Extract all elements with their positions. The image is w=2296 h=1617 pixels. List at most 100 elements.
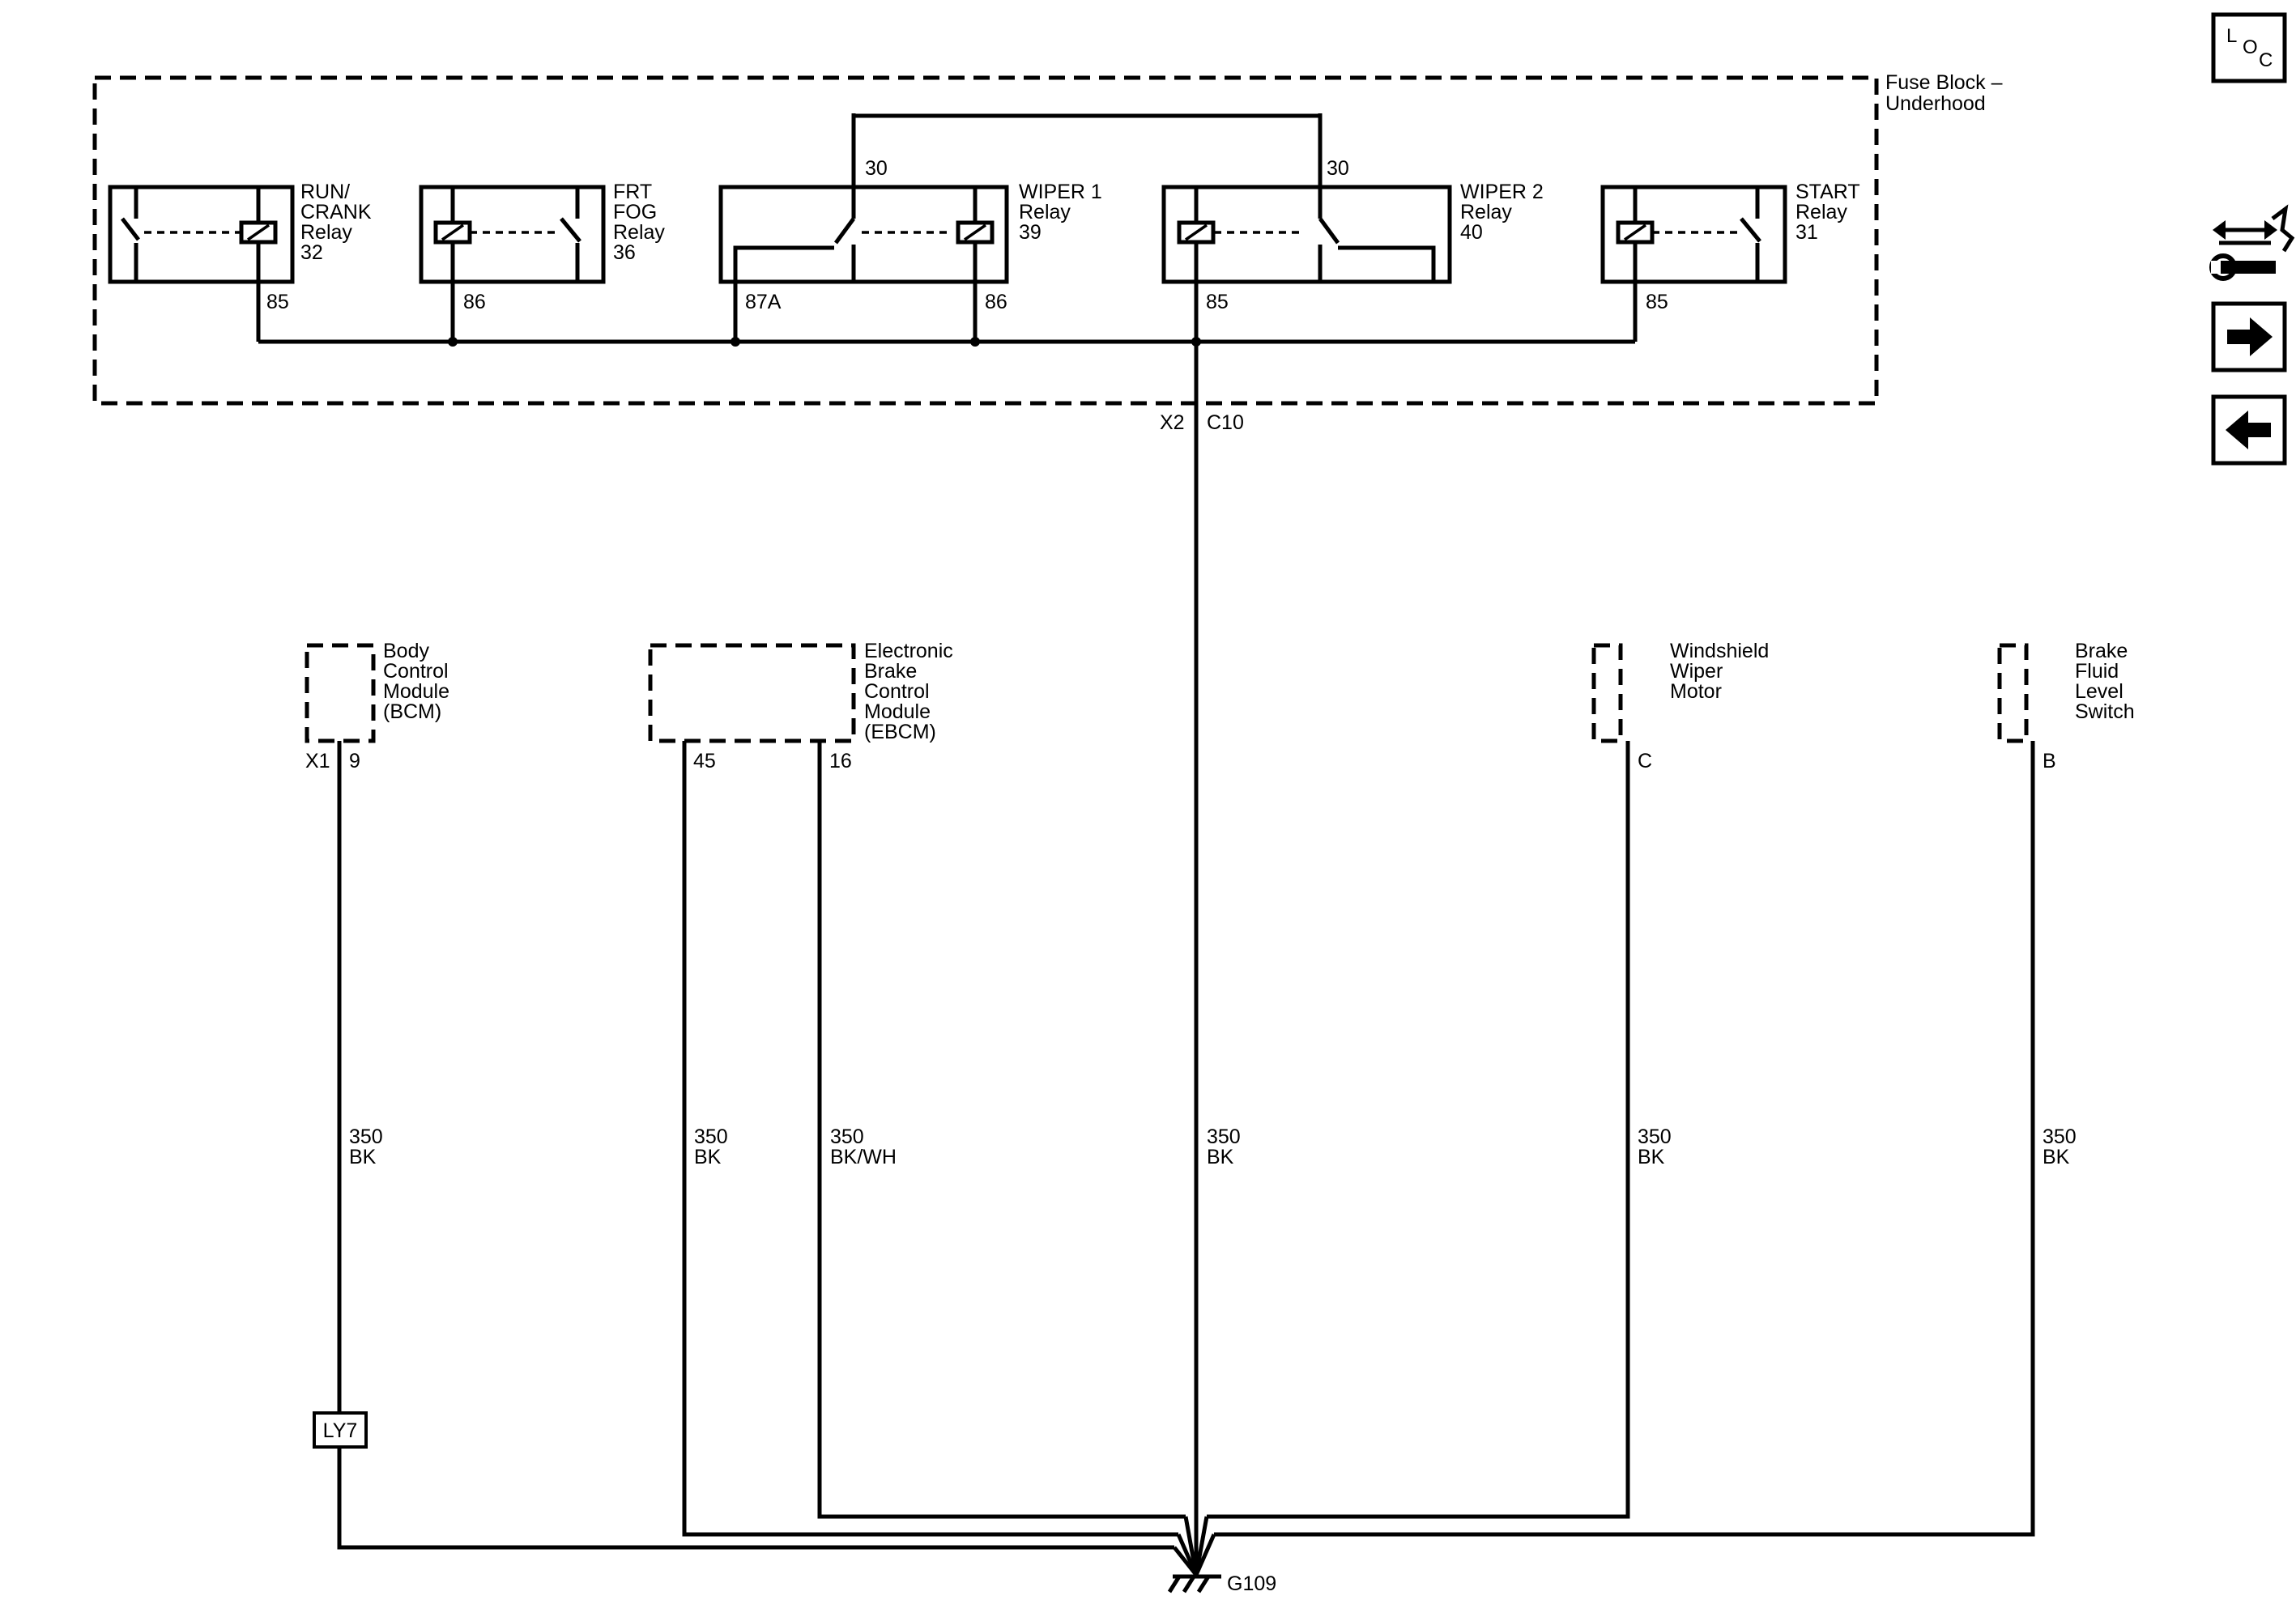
relay-name: WIPER 1 bbox=[1019, 181, 1102, 203]
connector-id: X1 bbox=[305, 750, 330, 772]
relay-wiper-1[interactable]: WIPER 1 Relay 39 30 87A 86 bbox=[718, 113, 1102, 342]
location-button[interactable]: L O C bbox=[2211, 12, 2287, 83]
wire-gauge: 350 bbox=[830, 1126, 864, 1148]
next-page-button[interactable] bbox=[2211, 301, 2287, 372]
svg-text:Switch: Switch bbox=[2075, 700, 2135, 723]
relay-body bbox=[1600, 185, 1787, 284]
splice-dot bbox=[731, 337, 740, 347]
svg-text:Brake: Brake bbox=[2075, 640, 2128, 662]
svg-text:Wiper: Wiper bbox=[1670, 660, 1723, 683]
relay-name: WIPER 2 bbox=[1460, 181, 1544, 203]
relay-frt-fog[interactable]: FRT FOG Relay 36 86 bbox=[419, 181, 665, 342]
component-windshield-wiper-motor[interactable]: Windshield Wiper Motor C bbox=[1591, 640, 1769, 772]
component-outline bbox=[1997, 643, 2029, 743]
relay-name: FRT bbox=[613, 181, 652, 203]
svg-text:Relay: Relay bbox=[1019, 201, 1071, 223]
connector-pin: 9 bbox=[349, 750, 360, 772]
option-code-label: LY7 bbox=[323, 1419, 358, 1442]
relay-number: 31 bbox=[1795, 221, 1818, 244]
arrow-right-icon bbox=[2227, 317, 2273, 356]
fuse-block-label-line1: Fuse Block – bbox=[1885, 71, 2003, 94]
ground-g109[interactable]: G109 bbox=[1167, 1553, 1276, 1595]
pin-30-jumper bbox=[851, 113, 1323, 118]
svg-text:CRANK: CRANK bbox=[300, 201, 372, 223]
relay-number: 32 bbox=[300, 241, 323, 264]
svg-text:C: C bbox=[2259, 49, 2273, 71]
splice-dot bbox=[970, 337, 980, 347]
relay-start[interactable]: START Relay 31 85 bbox=[1600, 181, 1860, 342]
fuse-block-underhood: Fuse Block – Underhood RUN/ CRANK Relay … bbox=[92, 71, 2003, 406]
wire-color: BK bbox=[1207, 1146, 1234, 1168]
component-outline bbox=[1591, 643, 1623, 743]
relay-pin: 30 bbox=[1327, 157, 1349, 180]
relay-pin: 85 bbox=[1646, 291, 1668, 313]
svg-text:Brake: Brake bbox=[864, 660, 917, 683]
previous-page-button[interactable] bbox=[2211, 394, 2287, 466]
relay-number: 40 bbox=[1460, 221, 1483, 244]
relay-name: START bbox=[1795, 181, 1860, 203]
svg-text:(EBCM): (EBCM) bbox=[864, 721, 936, 743]
fuse-block-connector-pin: C10 bbox=[1207, 411, 1244, 434]
svg-text:(BCM): (BCM) bbox=[383, 700, 441, 723]
fuse-block-outline bbox=[92, 75, 1879, 406]
svg-text:Body: Body bbox=[383, 640, 429, 662]
svg-text:Module: Module bbox=[864, 700, 931, 723]
relay-pin: 85 bbox=[266, 291, 289, 313]
relay-run-crank[interactable]: RUN/ CRANK Relay 32 85 bbox=[108, 181, 372, 342]
component-outline bbox=[305, 643, 376, 743]
relay-number: 39 bbox=[1019, 221, 1042, 244]
wire-gauge: 350 bbox=[1638, 1126, 1672, 1148]
wire-gauge: 350 bbox=[349, 1126, 383, 1148]
svg-text:Relay: Relay bbox=[1460, 201, 1512, 223]
svg-text:Relay: Relay bbox=[613, 221, 665, 244]
fuse-block-label-line2: Underhood bbox=[1885, 92, 1986, 115]
arrow-left-icon bbox=[2226, 411, 2271, 449]
fuse-block-connector-id: X2 bbox=[1160, 411, 1185, 434]
component-ebcm[interactable]: Electronic Brake Control Module (EBCM) 4… bbox=[648, 640, 953, 772]
svg-text:Relay: Relay bbox=[300, 221, 352, 244]
wire-gauge: 350 bbox=[2043, 1126, 2077, 1148]
relay-pin: 30 bbox=[865, 157, 888, 180]
option-code-box: LY7 bbox=[313, 1411, 368, 1449]
wire-color: BK bbox=[1638, 1146, 1665, 1168]
svg-text:Relay: Relay bbox=[1795, 201, 1847, 223]
wire-color: BK bbox=[694, 1146, 722, 1168]
relay-body bbox=[419, 185, 606, 284]
relay-pin: 87A bbox=[745, 291, 782, 313]
component-brake-fluid-level-switch[interactable]: Brake Fluid Level Switch B bbox=[1997, 640, 2135, 772]
relay-number: 36 bbox=[613, 241, 636, 264]
svg-text:Fluid: Fluid bbox=[2075, 660, 2119, 683]
wire-gauge: 350 bbox=[694, 1126, 728, 1148]
svg-text:FOG: FOG bbox=[613, 201, 657, 223]
wire-color: BK/WH bbox=[830, 1146, 897, 1168]
component-bcm[interactable]: Body Control Module (BCM) X1 9 bbox=[305, 640, 449, 772]
wire-color: BK bbox=[349, 1146, 377, 1168]
relay-pin: 86 bbox=[985, 291, 1007, 313]
connector-pin: C bbox=[1638, 750, 1652, 772]
svg-text:Control: Control bbox=[864, 680, 930, 703]
svg-text:Module: Module bbox=[383, 680, 449, 703]
ground-label: G109 bbox=[1227, 1572, 1276, 1595]
connector-wrench-icon bbox=[2209, 204, 2295, 281]
svg-text:Level: Level bbox=[2075, 680, 2123, 703]
svg-text:L: L bbox=[2226, 25, 2237, 47]
svg-text:Windshield: Windshield bbox=[1670, 640, 1769, 662]
connector-pin: 45 bbox=[693, 750, 716, 772]
connector-tool-button[interactable] bbox=[2209, 204, 2295, 281]
relay-wiper-2[interactable]: WIPER 2 Relay 40 30 85 bbox=[1161, 157, 1544, 342]
location-icon: L O C bbox=[2226, 25, 2273, 71]
relay-body bbox=[108, 185, 295, 284]
relay-body bbox=[1161, 185, 1452, 284]
relay-coil bbox=[1616, 220, 1655, 245]
wire-gauge: 350 bbox=[1207, 1126, 1241, 1148]
svg-text:O: O bbox=[2243, 36, 2258, 58]
component-outline bbox=[648, 643, 856, 743]
relay-pin: 86 bbox=[463, 291, 486, 313]
wire-color: BK bbox=[2043, 1146, 2070, 1168]
svg-text:Control: Control bbox=[383, 660, 449, 683]
relay-name: RUN/ bbox=[300, 181, 350, 203]
relay-pin: 85 bbox=[1206, 291, 1229, 313]
relay-body bbox=[718, 185, 1009, 284]
connector-pin: B bbox=[2043, 750, 2056, 772]
